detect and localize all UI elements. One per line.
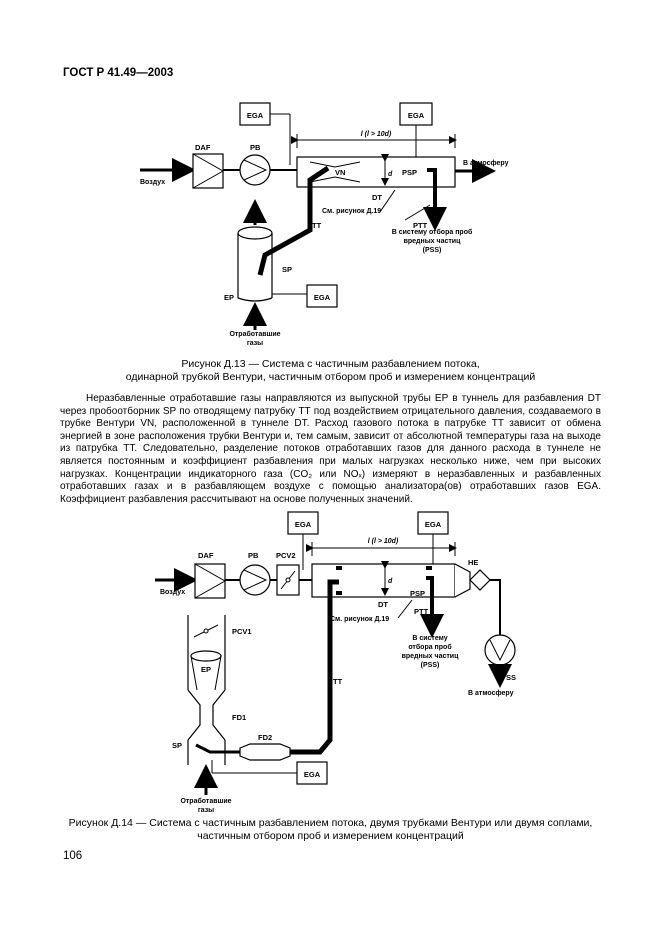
vn-label: VN xyxy=(335,168,345,177)
body-paragraph: Неразбавленные отработавшие газы направл… xyxy=(60,393,601,505)
figure-d13-caption: Рисунок Д.13 — Система с частичным разба… xyxy=(60,358,601,384)
ega-right-label: EGA xyxy=(408,111,425,120)
pb-label: PB xyxy=(250,143,261,152)
psp-label: PSP xyxy=(402,168,417,177)
ss-label: SS xyxy=(506,673,516,682)
d-label: d xyxy=(388,171,393,178)
fd1-label: FD1 xyxy=(232,713,246,722)
figure-d14-diagram: EGA EGA l (l > 10d) Воздух DAF PB PCV2 d… xyxy=(155,511,516,814)
pss-line1-14: В систему xyxy=(412,635,447,642)
sp-label: SP xyxy=(282,265,292,274)
daf-box-14 xyxy=(194,563,226,599)
dt-label: DT xyxy=(372,193,382,202)
exhaust-line2: газы xyxy=(247,340,263,347)
fd2-label: FD2 xyxy=(258,733,272,742)
ega-top-label: EGA xyxy=(247,111,264,120)
air-label-14: Воздух xyxy=(160,589,185,596)
ega-bottom-label: EGA xyxy=(314,293,331,302)
document-header: ГОСТ Р 41.49—2003 xyxy=(63,67,174,79)
daf-label-14: DAF xyxy=(198,551,214,560)
fig14-caption-line2: частичным отбором проб и измерением конц… xyxy=(197,830,464,842)
daf-label: DAF xyxy=(195,143,211,152)
page-number: 106 xyxy=(63,850,83,862)
pcv2-label: PCV2 xyxy=(276,551,296,560)
fig13-caption-line2: одинарной трубкой Вентури, частичным отб… xyxy=(125,371,536,383)
to-atmosphere-label-14: В атмосферу xyxy=(468,690,514,697)
sp-label-14: SP xyxy=(172,741,182,750)
tt-label-14: TT xyxy=(333,677,343,686)
daf-box xyxy=(192,153,224,189)
see-fig-label-14: См. рисунок Д.19 xyxy=(330,616,389,623)
ep-label: EP xyxy=(224,293,234,302)
to-atmosphere-label: В атмосферу xyxy=(463,160,509,167)
pcv1-label: PCV1 xyxy=(232,627,252,636)
psp-label-14: PSP xyxy=(410,589,425,598)
dt-label-14: DT xyxy=(378,600,388,609)
pss-line3-14: вредных частиц xyxy=(402,653,460,660)
fd2-device xyxy=(239,743,291,761)
air-label: Воздух xyxy=(140,179,165,186)
d-label-14: d xyxy=(388,578,393,585)
pss-line4-14: (PSS) xyxy=(421,662,440,669)
exhaust-line2-14: газы xyxy=(198,807,214,814)
ptt-label-14: PTT xyxy=(414,607,429,616)
ep-label-14: EP xyxy=(201,665,211,674)
figure-d14-caption: Рисунок Д.14 — Система с частичным разба… xyxy=(60,817,601,843)
ega-right-label-14: EGA xyxy=(425,520,442,529)
tt-label: TT xyxy=(312,221,322,230)
pss-line2: вредных частиц xyxy=(404,238,462,245)
ega-box-bottom xyxy=(306,284,338,308)
pss-line1: В систему отбора проб xyxy=(392,228,473,236)
fig13-caption-line1: Рисунок Д.13 — Система с частичным разба… xyxy=(181,358,480,370)
exhaust-line1-14: Отработавшие xyxy=(180,797,231,805)
pss-line2-14: отбора проб xyxy=(408,643,452,651)
he-label: HE xyxy=(468,558,478,567)
ega-top-label-14: EGA xyxy=(295,520,312,529)
pb-label-14: PB xyxy=(248,551,259,560)
length-label: l (l > 10d) xyxy=(361,131,392,138)
figure-d13-diagram: EGA EGA l (l > 10d) Воздух DAF PB VN d P… xyxy=(140,102,509,347)
length-label-14: l (l > 10d) xyxy=(368,538,399,545)
fig14-caption-line1: Рисунок Д.14 — Система с частичным разба… xyxy=(68,817,593,829)
ptt-label: PTT xyxy=(413,221,428,230)
pss-line3: (PSS) xyxy=(423,247,442,254)
exhaust-line1: Отработавшие xyxy=(229,330,280,338)
see-fig-label: См. рисунок Д.19 xyxy=(322,208,381,215)
he-heat-exchanger xyxy=(469,569,491,591)
ega-bottom-label-14: EGA xyxy=(304,770,321,779)
